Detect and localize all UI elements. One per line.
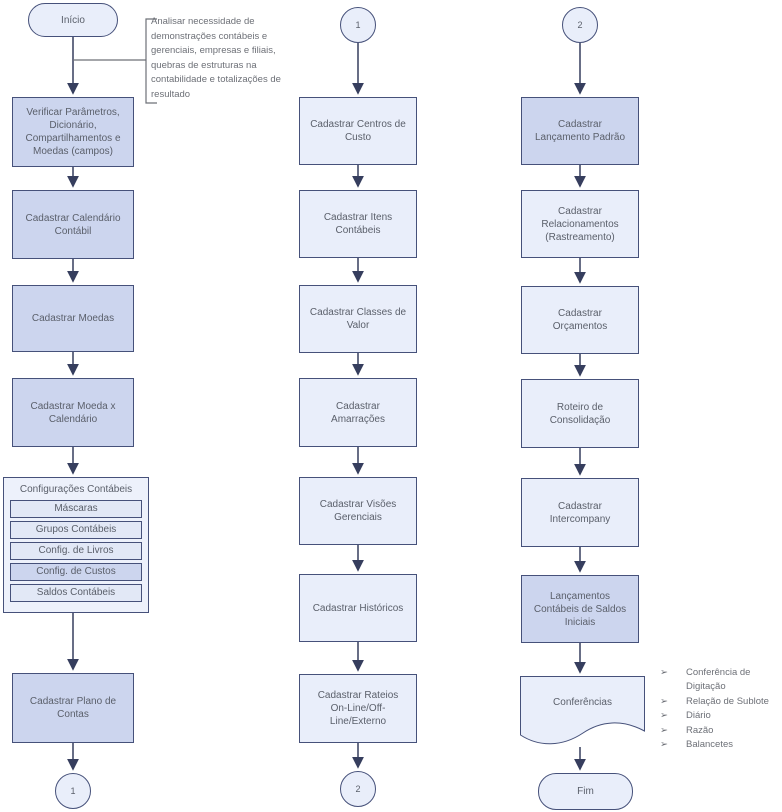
list-item-label: Relação de Sublote [686, 695, 769, 707]
process-rateios: Cadastrar Rateios On-Line/Off-Line/Exter… [299, 674, 417, 743]
process-intercompany: Cadastrar Intercompany [521, 478, 639, 547]
process-roteiro-consolidacao: Roteiro de Consolidação [521, 379, 639, 448]
list-item: ➢ Diário [660, 709, 782, 723]
list-item-label: Balancetes [686, 739, 734, 751]
process-relacionamentos: Cadastrar Relacionamentos (Rastreamento) [521, 190, 639, 258]
connector-2-out: 2 [340, 771, 376, 807]
document-conferencias-label: Conferências [553, 696, 612, 708]
list-item: ➢ Razão [660, 724, 782, 738]
list-item: ➢ Relação de Sublote [660, 695, 782, 709]
arrowhead-bullet-icon: ➢ [660, 710, 668, 722]
connector-1-in: 1 [340, 7, 376, 43]
terminator-inicio: Início [28, 3, 118, 37]
subprocess-grupos-contabeis: Grupos Contábeis [10, 521, 142, 539]
subprocess-saldos-contabeis: Saldos Contábeis [10, 584, 142, 602]
process-lancamento-padrao: Cadastrar Lançamento Padrão [521, 97, 639, 165]
annotation-note: Analisar necessidade de demonstrações co… [151, 16, 281, 100]
arrowhead-bullet-icon: ➢ [660, 667, 668, 678]
list-item: ➢ Balancetes [660, 738, 782, 752]
arrowhead-bullet-icon: ➢ [660, 695, 668, 707]
connector-2-in: 2 [562, 7, 598, 43]
process-orcamentos: Cadastrar Orçamentos [521, 286, 639, 354]
list-item-label: Diário [686, 710, 711, 722]
conferencias-side-list: ➢ Conferência de Digitação ➢ Relação de … [660, 666, 782, 752]
process-lancamentos-saldos-iniciais: Lançamentos Contábeis de Saldos Iniciais [521, 575, 639, 643]
arrowhead-bullet-icon: ➢ [660, 724, 668, 736]
process-visoes-gerenciais: Cadastrar Visões Gerenciais [299, 477, 417, 545]
list-item-label: Conferência de Digitação [686, 667, 751, 693]
process-moedas: Cadastrar Moedas [12, 285, 134, 352]
list-item: ➢ Conferência de Digitação [660, 666, 782, 695]
process-plano-de-contas: Cadastrar Plano de Contas [12, 673, 134, 743]
connector-1-out: 1 [55, 773, 91, 809]
subprocess-mascaras: Máscaras [10, 500, 142, 518]
group-title: Configurações Contábeis [19, 484, 133, 495]
arrowhead-bullet-icon: ➢ [660, 739, 668, 751]
terminator-fim: Fim [538, 773, 633, 810]
subprocess-config-custos: Config. de Custos [10, 563, 142, 581]
group-configuracoes-contabeis: Configurações Contábeis Máscaras Grupos … [3, 477, 149, 613]
process-amarracoes: Cadastrar Amarrações [299, 378, 417, 447]
process-calendario-contabil: Cadastrar Calendário Contábil [12, 190, 134, 259]
process-classes-de-valor: Cadastrar Classes de Valor [299, 285, 417, 353]
process-historicos: Cadastrar Históricos [299, 574, 417, 642]
list-item-label: Razão [686, 724, 714, 736]
process-moeda-x-calendario: Cadastrar Moeda x Calendário [12, 378, 134, 447]
process-verificar-parametros: Verificar Parâmetros, Dicionário, Compar… [12, 97, 134, 167]
process-centros-de-custo: Cadastrar Centros de Custo [299, 97, 417, 165]
process-itens-contabeis: Cadastrar Itens Contábeis [299, 190, 417, 258]
subprocess-config-livros: Config. de Livros [10, 542, 142, 560]
